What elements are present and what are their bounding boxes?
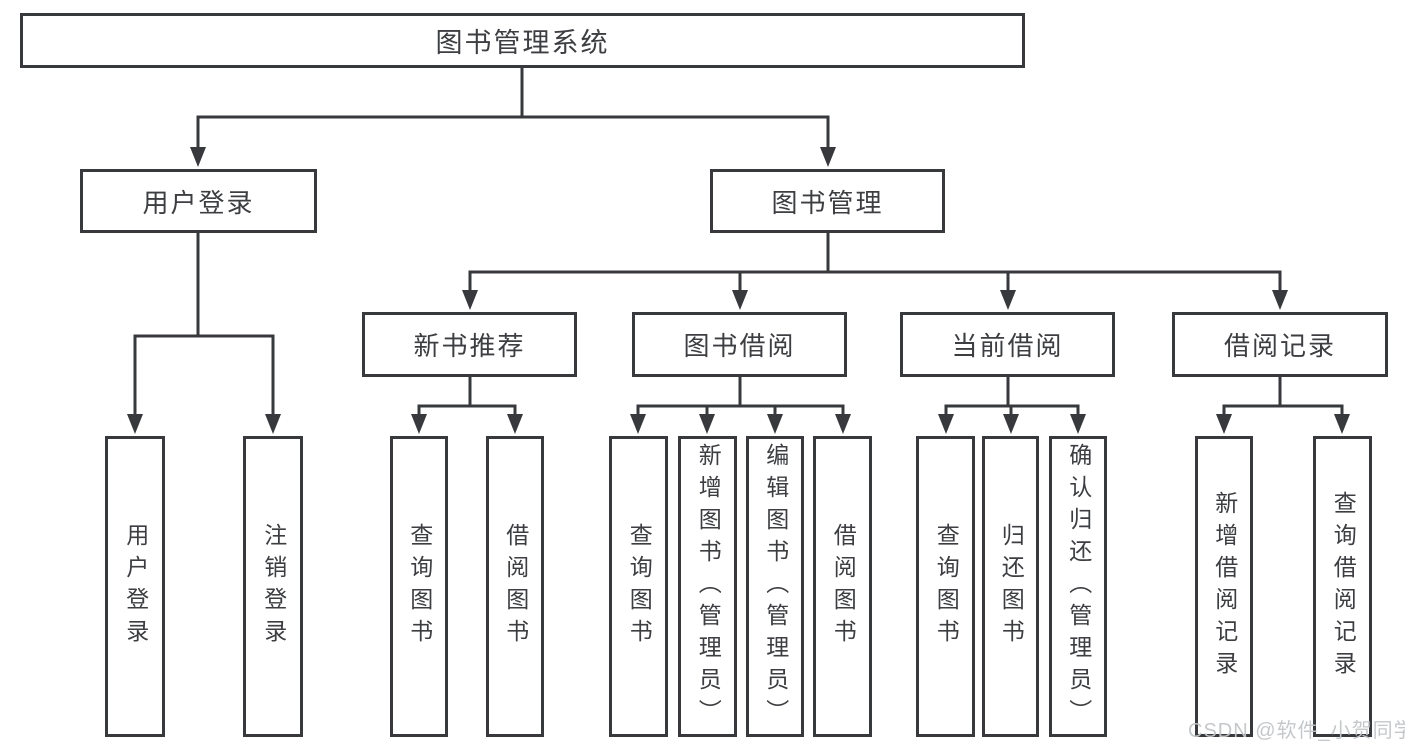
node-new-book-recommend: 新书推荐 [362,312,577,377]
watermark: CSDN @软件_小贺同学 [1188,720,1405,742]
node-user-login: 用户登录 [80,169,317,233]
node-current-borrowing: 当前借阅 [900,312,1115,377]
leaf-borrowing-query-books-label: 查询图书 [626,522,653,651]
leaf-newbooks-borrow-books: 借阅图书 [486,436,544,737]
node-book-management: 图书管理 [710,169,945,233]
leaf-newbooks-query-books-label: 查询图书 [406,522,433,651]
leaf-current-confirm-return-admin-label: 确认归还（管理员） [1065,442,1092,731]
leaf-current-query-books: 查询图书 [916,436,975,737]
leaf-records-query-record: 查询借阅记录 [1313,436,1372,737]
leaf-records-query-record-label: 查询借阅记录 [1330,490,1357,683]
leaf-borrowing-query-books: 查询图书 [609,436,668,737]
node-library-system: 图书管理系统 [20,13,1025,68]
leaf-records-add-record: 新增借阅记录 [1195,436,1253,737]
leaf-current-return-books: 归还图书 [982,436,1039,737]
node-borrow-records: 借阅记录 [1172,312,1388,377]
leaf-current-confirm-return-admin: 确认归还（管理员） [1049,436,1107,737]
leaf-newbooks-query-books: 查询图书 [390,436,448,737]
leaf-borrowing-add-books-admin: 新增图书（管理员） [678,436,737,737]
leaf-current-query-books-label: 查询图书 [933,522,960,651]
leaf-borrowing-edit-books-admin: 编辑图书（管理员） [746,436,804,737]
leaf-borrowing-add-books-admin-label: 新增图书（管理员） [695,442,722,731]
leaf-borrowing-borrow-books: 借阅图书 [813,436,872,737]
leaf-user-login: 用户登录 [105,436,165,737]
leaf-records-add-record-label: 新增借阅记录 [1211,490,1238,683]
node-book-borrowing: 图书借阅 [632,312,847,377]
leaf-logout-label: 注销登录 [260,522,287,651]
leaf-borrowing-borrow-books-label: 借阅图书 [830,522,857,651]
leaf-logout: 注销登录 [243,436,303,737]
leaf-newbooks-borrow-books-label: 借阅图书 [502,522,529,651]
leaf-borrowing-edit-books-admin-label: 编辑图书（管理员） [762,442,789,731]
leaf-user-login-label: 用户登录 [122,522,149,651]
leaf-current-return-books-label: 归还图书 [998,522,1025,651]
